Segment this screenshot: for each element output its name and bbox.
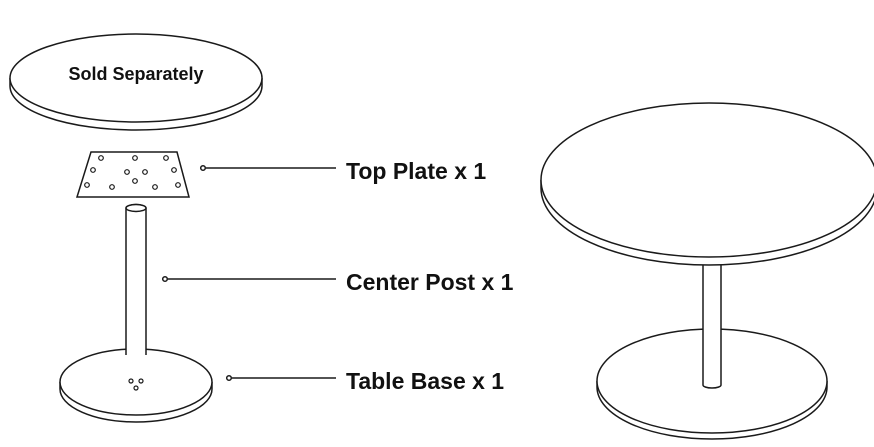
sold-separately-label: Sold Separately <box>68 64 204 84</box>
leader-table-base <box>225 374 336 382</box>
center-post-label: Center Post x 1 <box>346 269 514 295</box>
assembled-post <box>702 240 722 389</box>
top-plate-label: Top Plate x 1 <box>346 158 487 184</box>
assembled-table <box>540 102 874 440</box>
center-post <box>125 203 147 355</box>
assembled-tabletop <box>540 102 874 266</box>
top-plate <box>75 151 190 198</box>
leader-center-post <box>161 275 336 283</box>
table-base-label: Table Base x 1 <box>346 368 505 394</box>
leader-top-plate <box>199 164 336 172</box>
tabletop-sold-separately <box>9 33 263 131</box>
table-base <box>59 348 213 423</box>
